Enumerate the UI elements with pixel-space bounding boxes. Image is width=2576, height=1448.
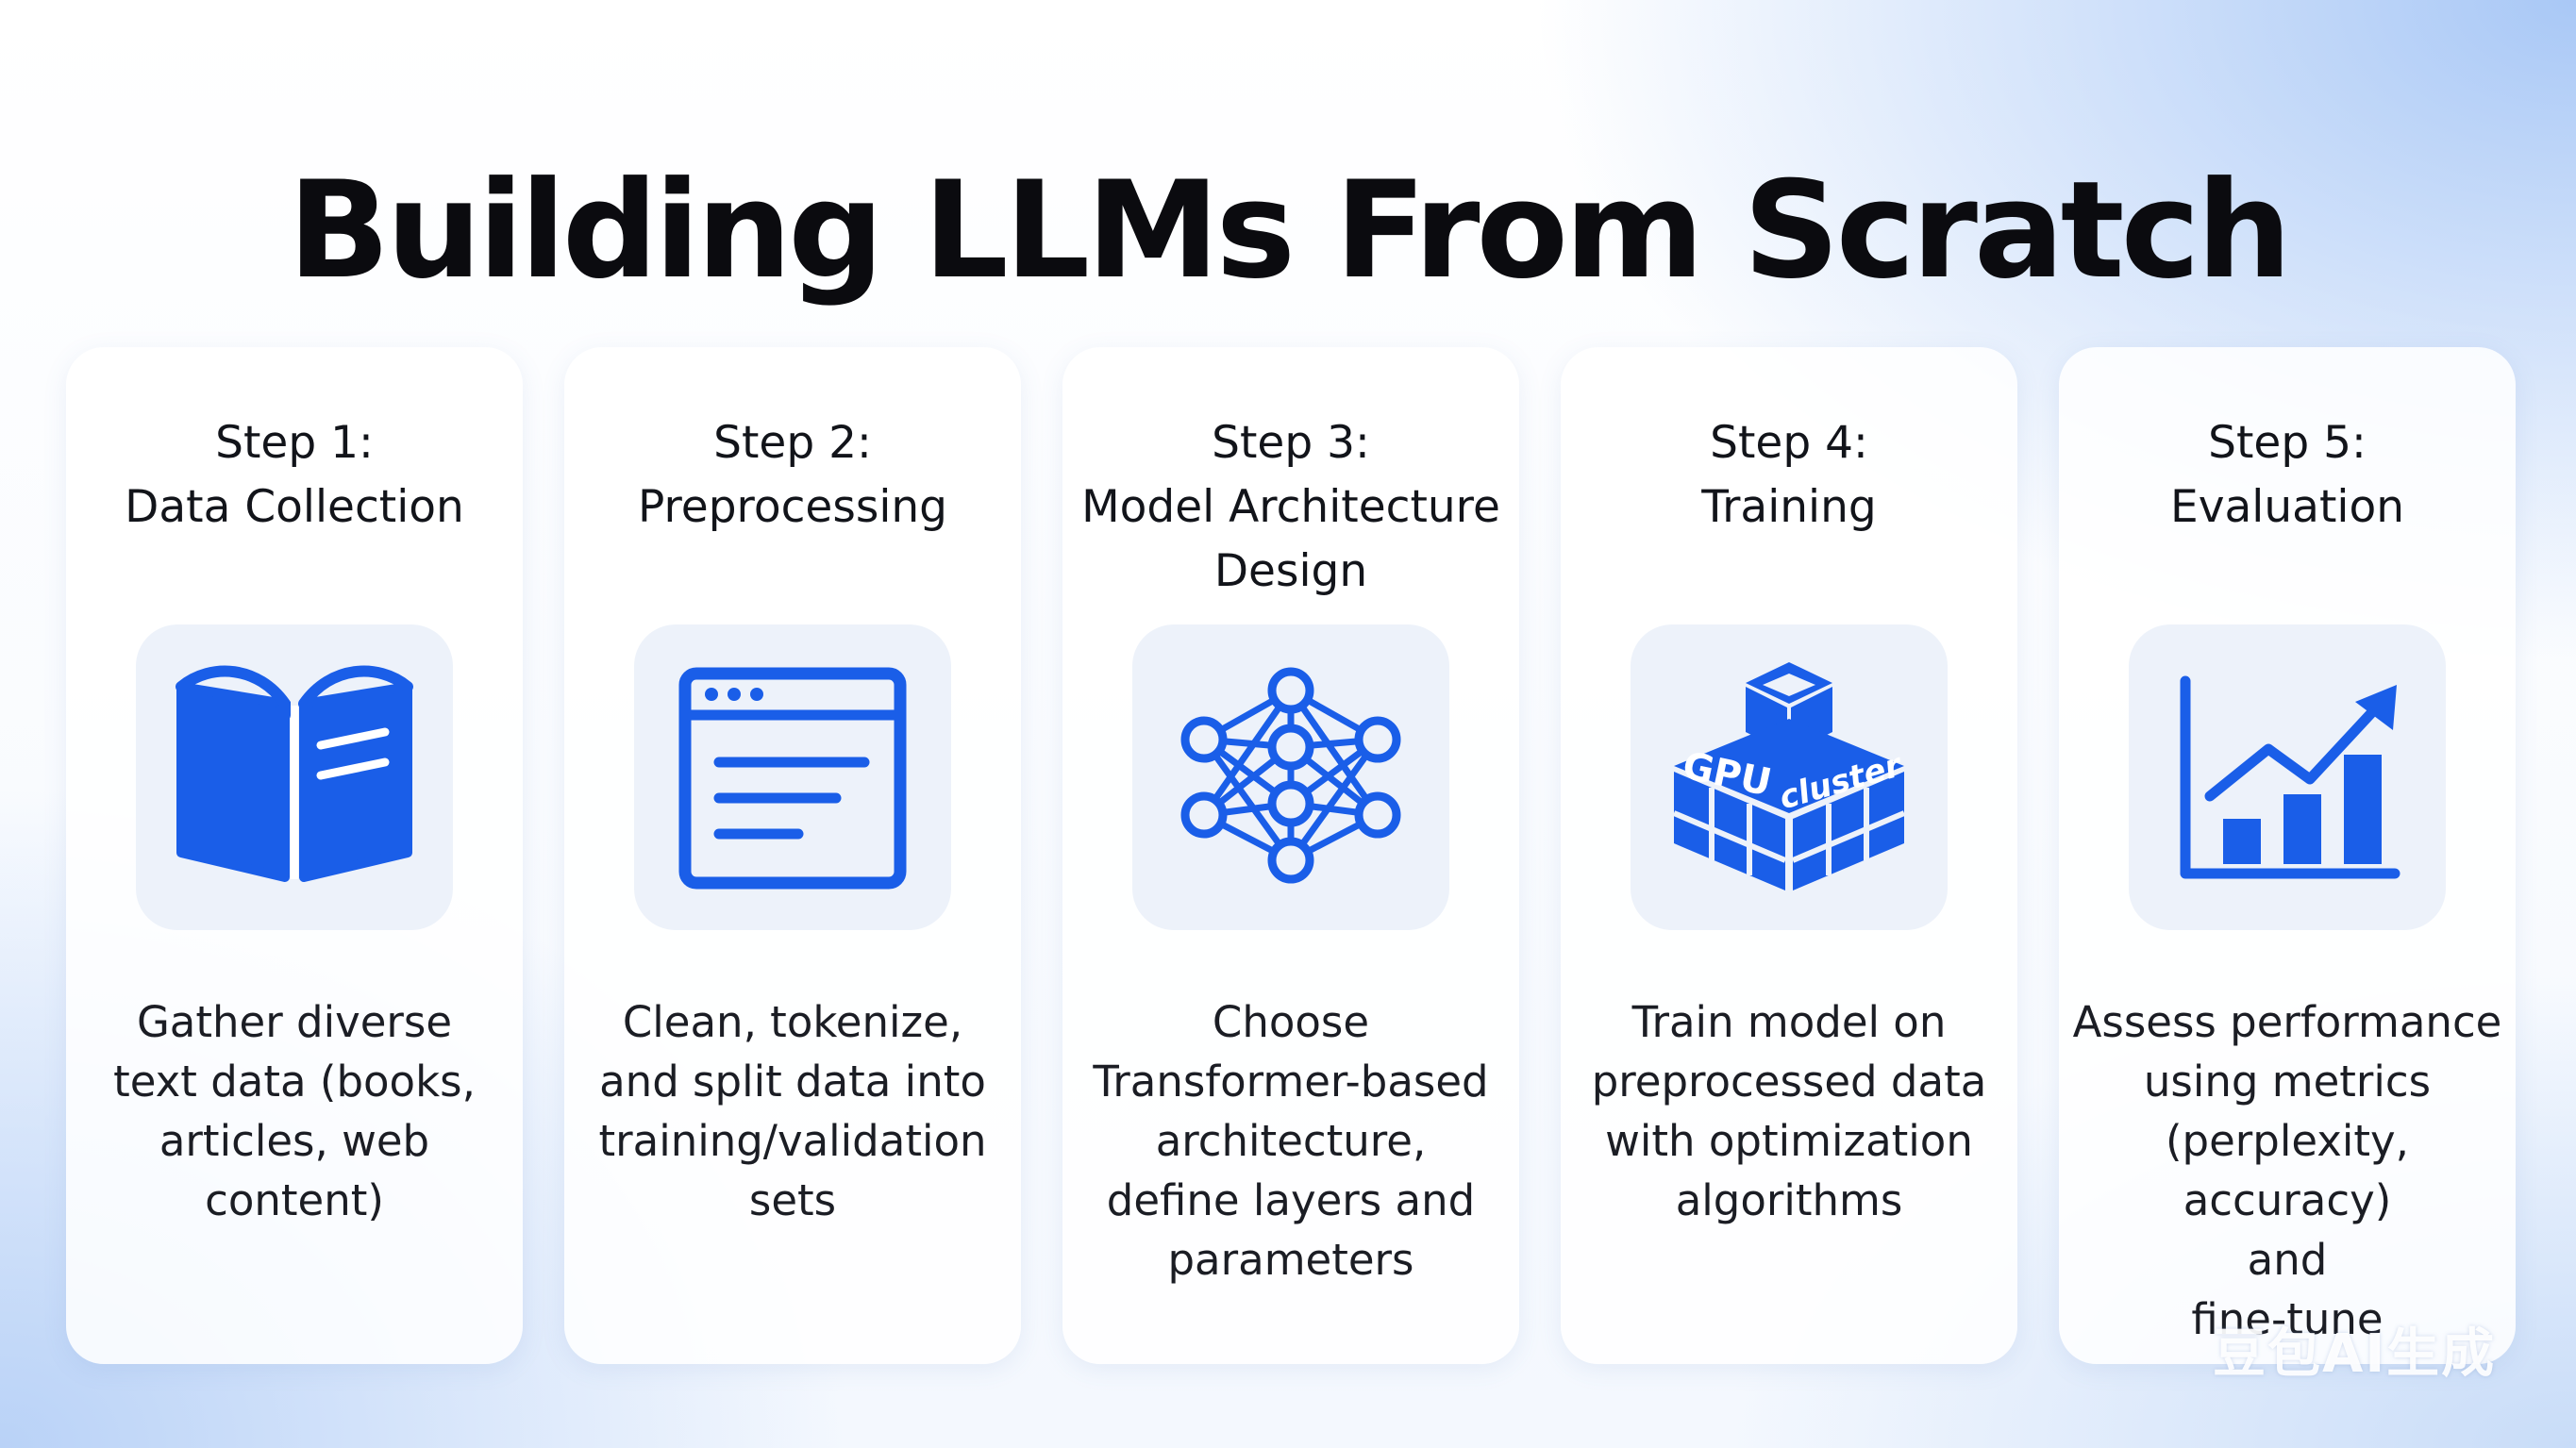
description-line: preprocessed data bbox=[1591, 1057, 1987, 1107]
open-book-icon bbox=[176, 665, 413, 882]
description-line: (perplexity, accuracy) bbox=[2166, 1116, 2409, 1225]
step-card-training: Step 4: Training GPU cluster bbox=[1561, 347, 2017, 1364]
step-number: Step 3: bbox=[1212, 417, 1370, 469]
step-name: Model Architecture bbox=[1081, 481, 1500, 533]
step-heading: Step 2: Preprocessing bbox=[564, 411, 1021, 540]
description-line: with optimization bbox=[1605, 1116, 1973, 1166]
description-line: Clean, tokenize, bbox=[622, 997, 963, 1047]
step-number: Step 1: bbox=[215, 417, 374, 469]
step-heading: Step 4: Training bbox=[1561, 411, 2017, 540]
page-title: Building LLMs From Scratch bbox=[288, 153, 2292, 308]
description-line: Choose bbox=[1212, 997, 1370, 1047]
step-name: Evaluation bbox=[2170, 481, 2404, 533]
step-number: Step 2: bbox=[713, 417, 872, 469]
browser-window-icon bbox=[678, 667, 907, 890]
gpu-cluster-icon: GPU cluster bbox=[1672, 662, 1908, 890]
description-line: sets bbox=[748, 1175, 837, 1225]
step-name-continued: Design bbox=[1213, 545, 1368, 597]
step-card-data-collection: Step 1: Data Collection Gather diverse t… bbox=[66, 347, 523, 1364]
description-line: content) bbox=[205, 1175, 384, 1225]
icon-tile: GPU cluster bbox=[1631, 624, 1948, 930]
step-number: Step 4: bbox=[1710, 417, 1868, 469]
step-card-preprocessing: Step 2: Preprocessing Clean, tokenize, a… bbox=[564, 347, 1021, 1364]
step-description: Choose Transformer-based architecture, d… bbox=[1076, 992, 1506, 1290]
icon-tile bbox=[2129, 624, 2446, 930]
description-line: architecture, bbox=[1155, 1116, 1427, 1166]
icon-tile bbox=[634, 624, 951, 930]
description-line: fine-tune bbox=[2191, 1294, 2384, 1344]
icon-tile bbox=[136, 624, 453, 930]
description-line: and split data into bbox=[599, 1057, 986, 1107]
step-number: Step 5: bbox=[2208, 417, 2367, 469]
icon-tile bbox=[1132, 624, 1449, 930]
step-name: Training bbox=[1701, 481, 1877, 533]
description-line: Assess performance bbox=[2072, 997, 2502, 1047]
step-description: Gather diverse text data (books, article… bbox=[79, 992, 510, 1230]
growth-chart-icon bbox=[2180, 675, 2400, 879]
step-description: Assess performance using metrics (perple… bbox=[2072, 992, 2502, 1349]
step-name: Preprocessing bbox=[637, 481, 947, 533]
neural-network-icon bbox=[1180, 667, 1401, 884]
watermark: 豆包AI生成 bbox=[2213, 1323, 2497, 1385]
step-description: Train model on preprocessed data with op… bbox=[1574, 992, 2004, 1230]
description-line: Transformer-based bbox=[1093, 1057, 1489, 1107]
step-card-model-architecture: Step 3: Model Architecture Design bbox=[1062, 347, 1519, 1364]
description-line: Gather diverse bbox=[136, 997, 453, 1047]
description-line: Train model on bbox=[1631, 997, 1947, 1047]
description-line: and bbox=[2247, 1235, 2328, 1285]
description-line: define layers and bbox=[1106, 1175, 1476, 1225]
step-heading: Step 1: Data Collection bbox=[66, 411, 523, 540]
description-line: training/validation bbox=[598, 1116, 987, 1166]
description-line: articles, web bbox=[159, 1116, 430, 1166]
step-heading: Step 5: Evaluation bbox=[2059, 411, 2516, 540]
description-line: parameters bbox=[1167, 1235, 1414, 1285]
description-line: text data (books, bbox=[113, 1057, 476, 1107]
step-heading: Step 3: Model Architecture Design bbox=[1062, 411, 1519, 604]
step-card-evaluation: Step 5: Evaluation Assess performance us… bbox=[2059, 347, 2516, 1364]
step-name: Data Collection bbox=[125, 481, 464, 533]
step-description: Clean, tokenize, and split data into tra… bbox=[577, 992, 1008, 1230]
description-line: algorithms bbox=[1675, 1175, 1903, 1225]
description-line: using metrics bbox=[2143, 1057, 2432, 1107]
